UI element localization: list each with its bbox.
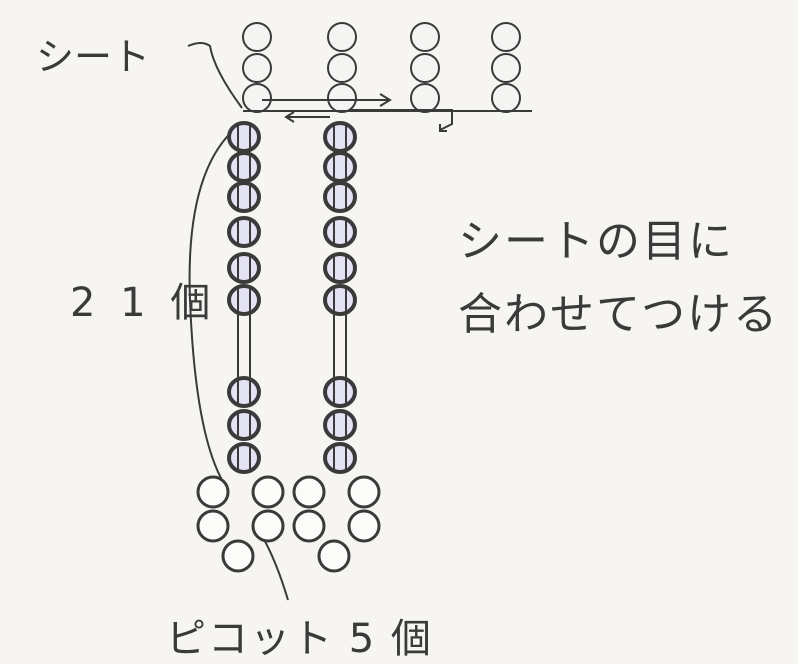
arrowhead (439, 124, 447, 132)
count-leader-line (188, 125, 239, 481)
sheet-bead (242, 53, 272, 83)
fringe-bead (323, 121, 357, 153)
fringe-beads (196, 121, 381, 573)
fringe-bead (323, 409, 357, 441)
fringe-bead (323, 442, 357, 474)
sheet-bead (491, 83, 521, 113)
thread-arrow-down (350, 109, 453, 131)
fringe-bead (227, 121, 261, 153)
picot-bead (196, 509, 230, 543)
sheet-leader-line (187, 42, 243, 109)
fringe-bead (323, 376, 357, 408)
fringe-bead (227, 442, 261, 474)
fringe-bead (323, 284, 357, 316)
bead-count-label: 2 1 個 (70, 280, 217, 326)
fringe-bead (227, 181, 261, 213)
picot-leader-line (261, 535, 289, 601)
picot-count-label: ピコット 5 個 (166, 616, 433, 662)
sheet-label: シート (36, 35, 151, 79)
fringe-bead (323, 216, 357, 248)
fringe-bead (323, 252, 357, 284)
sheet-bead (491, 53, 521, 83)
sheet-bead (410, 53, 440, 83)
sheet-bead (410, 22, 440, 52)
sheet-beads (242, 22, 532, 113)
sheet-bead (327, 83, 357, 113)
picot-bead (347, 509, 381, 543)
picot-bead (317, 539, 351, 573)
thread-path-arrows (262, 93, 453, 132)
sheet-bead (410, 83, 440, 113)
fringe-bead (227, 284, 261, 316)
fringe-bead (227, 151, 261, 183)
picot-bead (292, 509, 326, 543)
instruction-line-2: 合わせてつける (458, 289, 780, 340)
strand-threads (237, 310, 347, 384)
sheet-bead (242, 22, 272, 52)
picot-bead (347, 475, 381, 509)
picot-bead (292, 475, 326, 509)
fringe-bead (323, 181, 357, 213)
fringe-bead (323, 151, 357, 183)
sheet-bead (242, 83, 272, 113)
picot-bead (251, 509, 285, 543)
arrowhead (379, 93, 392, 107)
picot-bead (221, 539, 255, 573)
fringe-bead (227, 409, 261, 441)
sheet-bead (327, 53, 357, 83)
arrowhead (284, 111, 295, 123)
picot-bead (196, 475, 230, 509)
fringe-bead (227, 216, 261, 248)
picot-bead (251, 475, 285, 509)
fringe-bead (227, 376, 261, 408)
fringe-bead (227, 252, 261, 284)
sheet-bead (491, 22, 521, 52)
instruction-line-1: シートの目に (458, 216, 734, 267)
sheet-bead (327, 22, 357, 52)
